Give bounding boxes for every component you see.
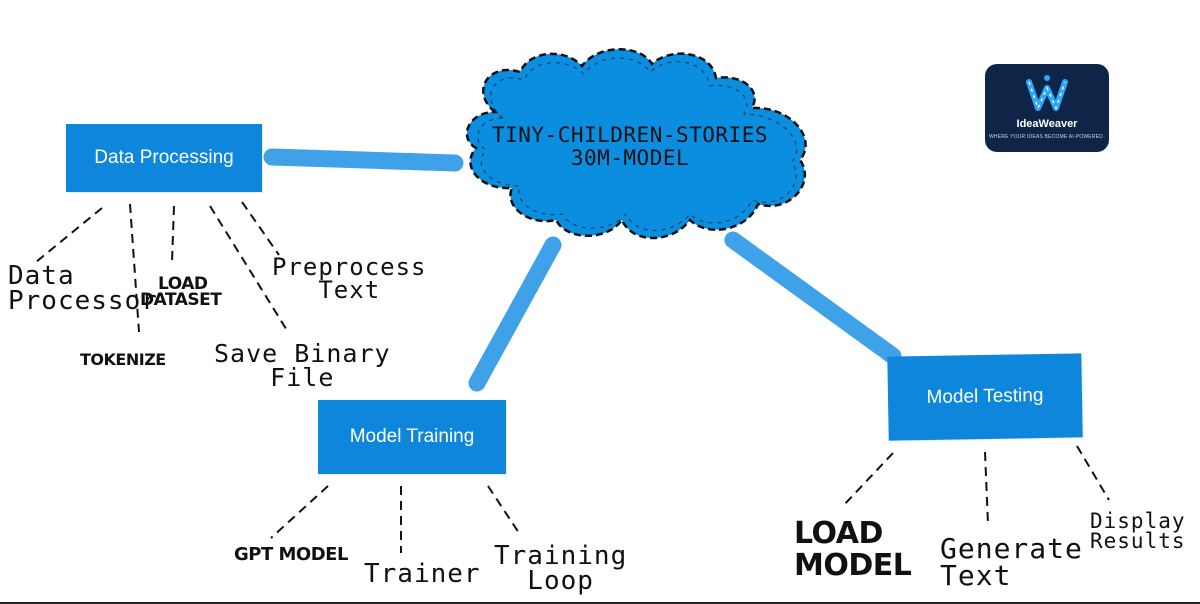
leaf-training-loop-line-2: Loop <box>527 565 594 596</box>
leaf-load-dataset: LOAD DATASET <box>140 274 222 311</box>
node-data-processing-label: Data Processing <box>94 147 234 168</box>
logo-tagline: WHERE YOUR IDEAS BECOME AI-POWERED INNOV… <box>989 134 1105 140</box>
node-model-training: Model Training <box>318 400 506 474</box>
leaf-tokenize: TOKENIZE <box>80 350 166 369</box>
leaf-display-results: Display Results <box>1090 509 1186 553</box>
node-model-testing-label: Model Testing <box>926 384 1044 409</box>
leaf-generate-text-line-1: Generate <box>940 532 1083 565</box>
leaf-save-binary-file-line-1: Save Binary <box>214 339 391 368</box>
leaf-load-dataset-line-1: LOAD <box>158 274 208 294</box>
leaf-load-model-line-1: LOAD <box>794 516 883 551</box>
connector-training-loop <box>487 485 522 537</box>
leaf-load-dataset-line-2: DATASET <box>140 290 222 311</box>
connector-tokenize <box>129 203 140 333</box>
central-topic-line-1: TINY-CHILDREN-STORIES <box>491 123 768 147</box>
leaf-gpt-model-text: GPT MODEL <box>234 544 348 565</box>
connector-load-dataset <box>171 205 175 263</box>
node-model-training-label: Model Training <box>349 426 475 447</box>
leaf-display-results-line-1: Display <box>1090 509 1186 533</box>
leaf-generate-text: Generate Text <box>940 532 1083 592</box>
connector-cloud-model-testing <box>724 231 902 365</box>
connector-generate-text <box>984 451 989 525</box>
ideaweaver-logo: IdeaWeaver WHERE YOUR IDEAS BECOME AI-PO… <box>985 64 1109 152</box>
leaf-data-processor-line-2: Processor <box>8 285 158 316</box>
leaf-save-binary-file-line-2: File <box>270 362 335 392</box>
node-data-processing: Data Processing <box>66 124 262 192</box>
leaf-training-loop-line-1: Training <box>494 541 628 571</box>
leaf-preprocess-text: Preprocess Text <box>272 253 427 304</box>
leaf-load-model: LOAD MODEL <box>794 516 912 583</box>
central-topic: TINY-CHILDREN-STORIES 30M-MODEL <box>480 123 780 171</box>
leaf-preprocess-text-line-1: Preprocess <box>272 253 427 281</box>
connector-cloud-model-training <box>468 236 562 392</box>
connector-display-results <box>1076 445 1110 501</box>
node-model-testing: Model Testing <box>887 353 1083 441</box>
leaf-tokenize-text: TOKENIZE <box>80 350 166 369</box>
leaf-trainer: Trainer <box>364 559 481 589</box>
leaf-data-processor-line-1: Data <box>8 261 75 291</box>
leaf-save-binary-file: Save Binary File <box>214 339 391 392</box>
leaf-generate-text-line-2: Text <box>940 558 1012 592</box>
leaf-trainer-text: Trainer <box>364 559 481 589</box>
bottom-border <box>0 602 1200 604</box>
logo-name: IdeaWeaver <box>1016 118 1078 130</box>
connector-gpt-model <box>270 485 329 539</box>
central-topic-line-2: 30M-MODEL <box>570 146 690 171</box>
leaf-preprocess-text-line-2: Text <box>318 275 381 304</box>
connector-save-binary-file <box>209 205 289 333</box>
leaf-data-processor: Data Processor <box>8 261 158 316</box>
central-cloud <box>465 48 807 240</box>
leaf-load-model-line-2: MODEL <box>794 547 912 583</box>
connector-load-model <box>842 452 894 507</box>
leaf-gpt-model: GPT MODEL <box>234 544 348 565</box>
connector-cloud-data-processing <box>263 148 464 172</box>
connector-data-processor <box>35 207 103 263</box>
weave-w-logo-icon <box>1026 75 1068 111</box>
connector-preprocess-text <box>241 201 280 256</box>
leaf-training-loop: Training Loop <box>494 541 628 596</box>
leaf-display-results-line-2: Results <box>1090 528 1186 553</box>
